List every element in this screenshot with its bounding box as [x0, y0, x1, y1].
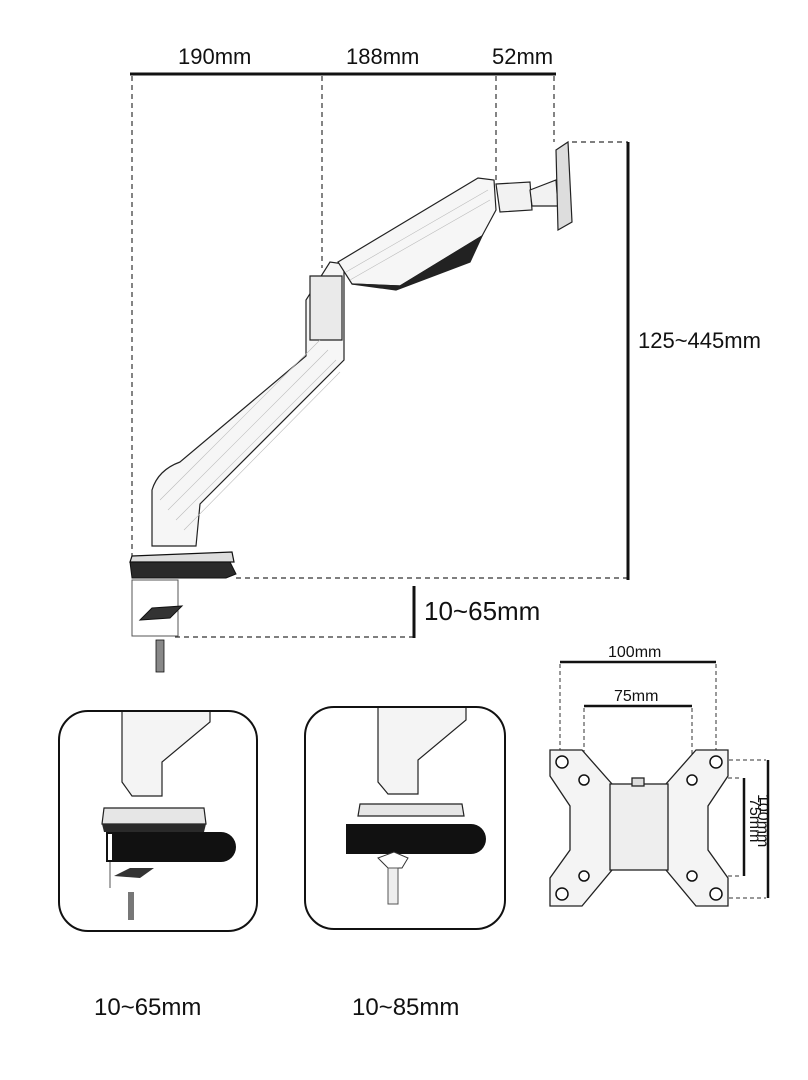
dim-188: 188mm	[346, 44, 420, 69]
dim-190: 190mm	[178, 44, 252, 69]
dim-52: 52mm	[492, 44, 554, 69]
tilt-head	[495, 140, 573, 232]
grommet-install-illustration	[346, 708, 486, 905]
desk-clamp-base	[129, 551, 237, 673]
vesa-plate	[549, 749, 729, 907]
grommet-caption: 10~85mm	[352, 994, 460, 1021]
lower-arm	[151, 261, 345, 547]
vesa-inner-label: 75mm	[614, 688, 659, 705]
vesa-inner-vertical-label: 75mm	[746, 798, 763, 843]
clamp-range-label: 10~65mm	[424, 596, 541, 626]
height-range-label: 125~445mm	[638, 328, 761, 353]
vesa-outer-label: 100mm	[608, 644, 662, 661]
grommet-install-panel	[304, 706, 506, 930]
upper-arm	[337, 177, 497, 291]
clamp-caption: 10~65mm	[94, 994, 202, 1021]
clamp-install-illustration	[101, 712, 236, 920]
clamp-install-panel	[58, 710, 258, 932]
